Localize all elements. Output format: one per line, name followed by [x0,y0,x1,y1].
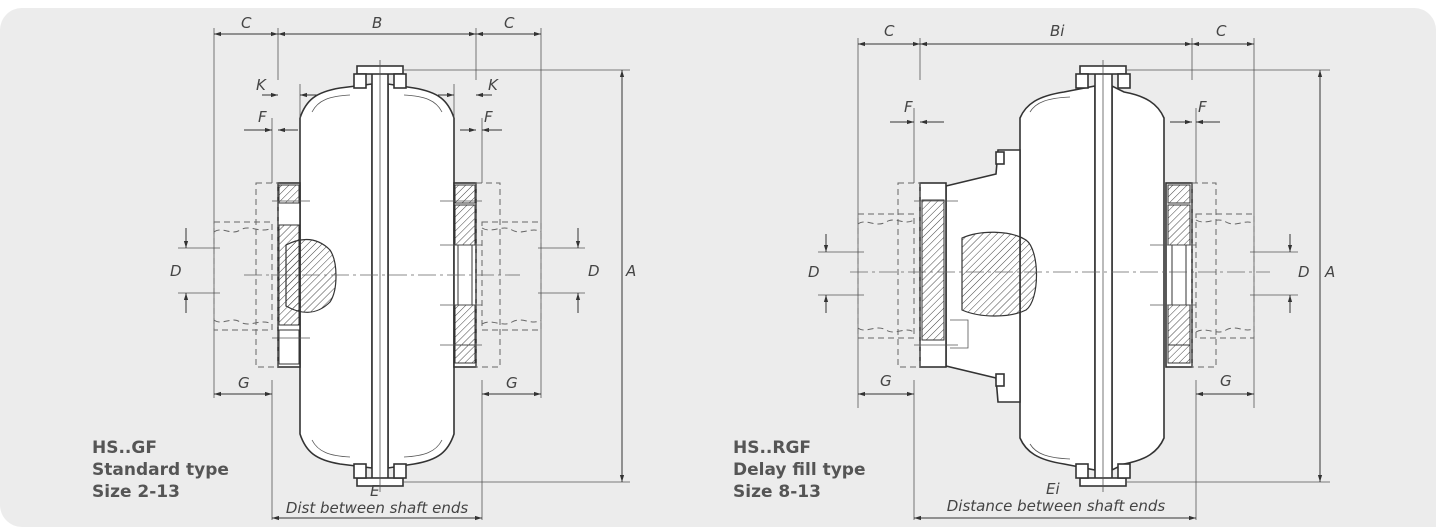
left-coupling-drawing: C B C K K F F D D A [170,14,636,521]
dim-bi: Bi [1050,22,1065,40]
dim-k-right: K [488,76,499,94]
shaft-label-right: Distance between shaft ends [947,497,1166,515]
right-caption-type: Delay fill type [733,460,866,480]
left-caption: HS..GF Standard type Size 2-13 [92,437,229,503]
dim-d-left: D [170,262,182,280]
dim-f-left-2: F [904,98,913,116]
dim-g-right-2: G [1220,372,1232,390]
dim-c-left-2: C [884,22,895,40]
dim-a-2: A [1324,263,1335,281]
dim-k-left: K [256,76,267,94]
dim-ei: Ei [1046,480,1060,498]
right-coupling-drawing: C Bi C F F D D A G G Ei Di [808,22,1335,521]
dim-g-left-2: G [880,372,892,390]
dim-b: B [372,14,382,32]
dim-c-right-2: C [1216,22,1227,40]
dim-c-right: C [504,14,515,32]
dim-c-left: C [241,14,252,32]
dim-g-left: G [238,374,250,392]
dim-f-right: F [484,108,493,126]
dim-e: E [370,482,380,500]
left-caption-size: Size 2-13 [92,482,180,502]
dim-f-right-2: F [1198,98,1207,116]
dim-d-right: D [588,262,600,280]
right-caption-size: Size 8-13 [733,482,821,502]
dim-d-left-2: D [808,263,820,281]
shaft-label-left: Dist between shaft ends [286,499,469,517]
right-caption: HS..RGF Delay fill type Size 8-13 [733,437,866,503]
dim-f-left: F [258,108,267,126]
drawing-panel [0,8,1436,527]
left-caption-model: HS..GF [92,438,157,458]
right-caption-model: HS..RGF [733,438,812,458]
dim-g-right: G [506,374,518,392]
dim-d-right-2: D [1298,263,1310,281]
left-caption-type: Standard type [92,460,229,480]
dim-a: A [625,262,636,280]
